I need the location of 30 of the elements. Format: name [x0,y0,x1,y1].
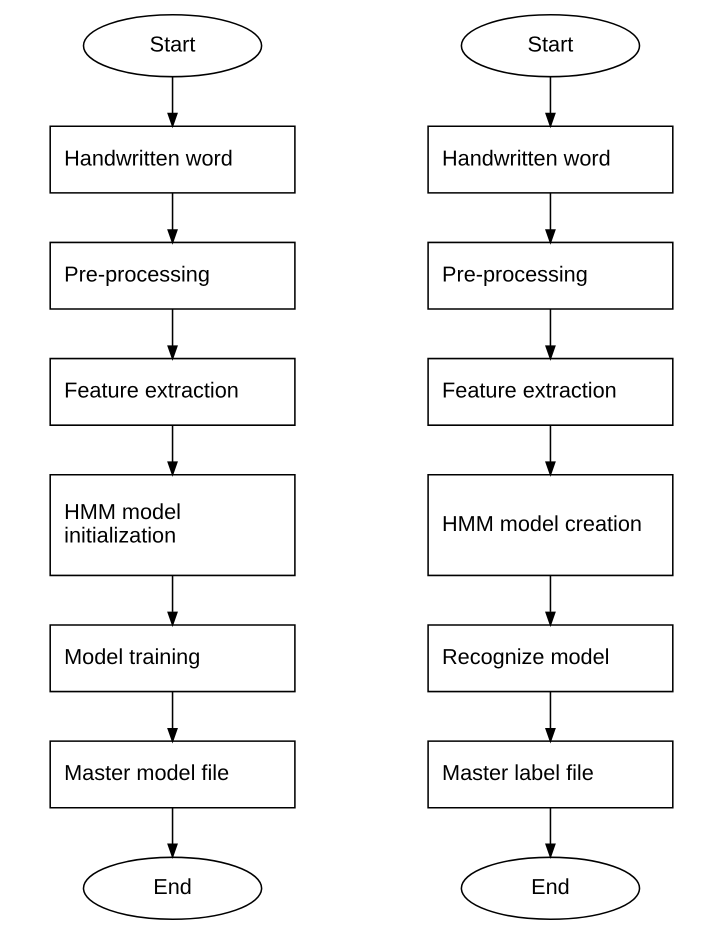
node-box: HMM model creation [426,474,674,576]
arrow [544,692,556,744]
arrow [544,426,556,477]
arrow [544,309,556,361]
node-box: Recognize model [426,624,674,692]
node-ellipse: Start [82,14,262,78]
arrow [166,692,178,744]
arrow [166,193,178,245]
node-box: Handwritten word [426,126,674,194]
arrow [166,808,178,859]
node-box: Pre-processing [426,242,674,310]
node-box: Pre-processing [48,242,296,310]
arrow [166,576,178,628]
node-ellipse: End [460,856,640,920]
arrow [544,76,556,128]
node-box: Handwritten word [48,126,296,194]
arrow [166,426,178,477]
arrow [544,576,556,628]
arrow [166,76,178,128]
arrow [166,309,178,361]
arrow [544,193,556,245]
node-box: Master label file [426,740,674,808]
node-box: Master model file [48,740,296,808]
node-ellipse: Start [460,14,640,78]
arrow [544,808,556,859]
node-box: Feature extraction [48,358,296,426]
node-box: Model training [48,624,296,692]
node-ellipse: End [82,856,262,920]
node-box: HMM model initialization [48,474,296,576]
node-box: Feature extraction [426,358,674,426]
